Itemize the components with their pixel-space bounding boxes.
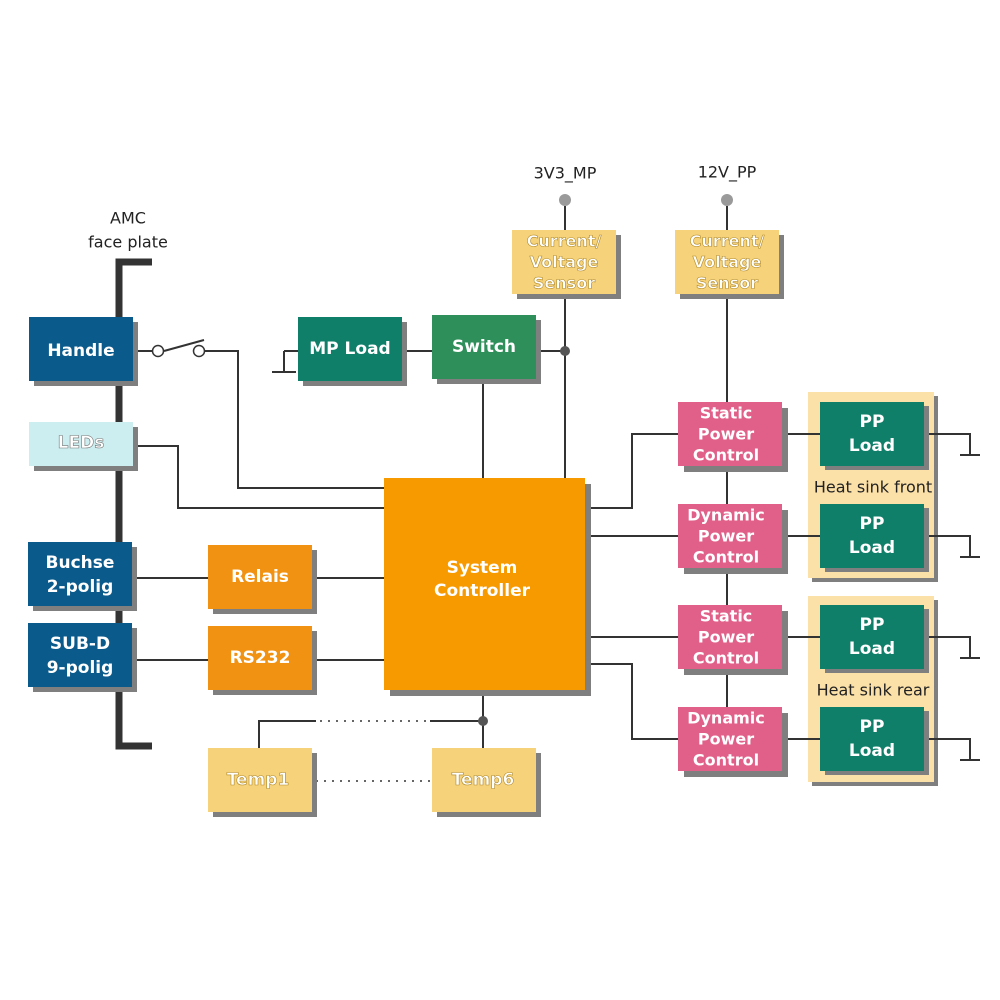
pp-load-1-label-line2: Load [849, 436, 895, 456]
face-plate-bracket [115, 258, 152, 750]
handle-label: Handle [47, 341, 114, 361]
pp-load-2-label-line2: Load [849, 538, 895, 558]
pp-load-4-label-line1: PP [860, 717, 885, 737]
system-controller-block: System Controller [384, 478, 591, 696]
subd-label-line2: 9-polig [47, 658, 114, 678]
switch-block: Switch [432, 315, 541, 384]
rs232-label: RS232 [230, 648, 291, 668]
temp6-block: Temp6 [432, 748, 541, 817]
buchse-block: Buchse 2-polig [28, 542, 137, 611]
pp-load-2: PP Load [820, 504, 929, 572]
system-controller-label-line2: Controller [434, 581, 531, 601]
subd-block: SUB-D 9-polig [28, 623, 137, 692]
pp-load-1: PP Load [820, 402, 929, 470]
subd-label-line1: SUB-D [50, 634, 110, 654]
switch-label: Switch [452, 337, 516, 357]
relais-label: Relais [231, 567, 289, 587]
heat-sink-front-label: Heat sink front [814, 478, 932, 497]
amc-label-line1: AMC [110, 209, 146, 228]
relais-block: Relais [208, 545, 317, 614]
pp-load-4: PP Load [820, 707, 929, 775]
sensor-12v-label-line2: Voltage [693, 253, 762, 272]
dynamic-1-label-line2: Power [698, 527, 754, 546]
dynamic-2-label-line1: Dynamic [687, 709, 765, 728]
sensor-3v3-label-line1: Current/ [527, 232, 602, 251]
sensor-3v3-label-line3: Sensor [533, 274, 595, 293]
static-2-label-line2: Power [698, 628, 754, 647]
junction-dot-switch [560, 346, 570, 356]
buchse-label-line2: 2-polig [47, 577, 114, 597]
junction-dot-temp [478, 716, 488, 726]
static-1-label-line1: Static [700, 404, 753, 423]
dynamic-power-control-2: Dynamic Power Control [678, 707, 788, 777]
dynamic-1-label-line3: Control [693, 548, 759, 567]
system-controller-label-line1: System [447, 558, 518, 578]
sensor-12v-block: Current/ Voltage Sensor [675, 230, 784, 299]
pp-load-1-label-line1: PP [860, 412, 885, 432]
amc-label-line2: face plate [88, 233, 168, 252]
dynamic-2-label-line3: Control [693, 751, 759, 770]
static-power-control-1: Static Power Control [678, 402, 788, 472]
sensor-12v-label-line1: Current/ [690, 232, 765, 251]
sensor-3v3-block: Current/ Voltage Sensor [512, 230, 621, 299]
sensor-12v-label-line3: Sensor [696, 274, 758, 293]
leds-block: LEDs [29, 422, 138, 471]
handle-block: Handle [29, 317, 138, 386]
rail-12v-terminal [721, 194, 733, 206]
temp1-block: Temp1 [208, 748, 317, 817]
static-2-label-line1: Static [700, 607, 753, 626]
pp-load-4-label-line2: Load [849, 741, 895, 761]
handle-switch-contact-right [192, 344, 206, 358]
mp-load-label: MP Load [309, 339, 390, 359]
pp-load-3-label-line2: Load [849, 639, 895, 659]
dynamic-power-control-1: Dynamic Power Control [678, 504, 788, 574]
leds-label: LEDs [58, 433, 105, 453]
handle-switch-contact-left [151, 344, 165, 358]
static-2-label-line3: Control [693, 649, 759, 668]
rail-3v3-terminal [559, 194, 571, 206]
dynamic-2-label-line2: Power [698, 730, 754, 749]
mp-load-block: MP Load [298, 317, 407, 386]
pp-load-2-label-line1: PP [860, 514, 885, 534]
rail-12v-label: 12V_PP [698, 163, 757, 183]
sensor-3v3-label-line2: Voltage [530, 253, 599, 272]
rs232-block: RS232 [208, 626, 317, 695]
static-1-label-line2: Power [698, 425, 754, 444]
temp1-label: Temp1 [227, 770, 290, 790]
static-1-label-line3: Control [693, 446, 759, 465]
buchse-label-line1: Buchse [46, 553, 115, 573]
dynamic-1-label-line1: Dynamic [687, 506, 765, 525]
heat-sink-rear-label: Heat sink rear [817, 681, 930, 700]
pp-load-3: PP Load [820, 605, 929, 673]
rail-3v3-label: 3V3_MP [534, 164, 597, 184]
static-power-control-2: Static Power Control [678, 605, 788, 675]
pp-load-3-label-line1: PP [860, 615, 885, 635]
temp6-label: Temp6 [452, 770, 515, 790]
